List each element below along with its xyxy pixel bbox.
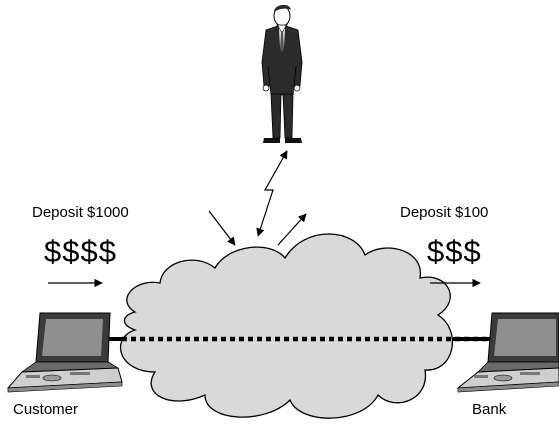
arrow-into-cloud bbox=[208, 210, 236, 246]
arrow-out-of-cloud bbox=[277, 213, 307, 246]
businessman-icon bbox=[261, 4, 303, 143]
bank-money-symbols: $$$ bbox=[427, 234, 482, 269]
bank-caption: Bank bbox=[472, 401, 507, 418]
customer-caption: Customer bbox=[13, 401, 79, 418]
interception-zigzag-arrow bbox=[256, 150, 288, 237]
customer-laptop-icon bbox=[6, 312, 123, 393]
bank-deposit-label: Deposit $100 bbox=[400, 204, 489, 221]
bank-laptop-icon bbox=[456, 312, 559, 393]
customer-money-symbols: $$$$ bbox=[44, 234, 117, 269]
cloud-icon bbox=[119, 233, 453, 419]
customer-deposit-label: Deposit $1000 bbox=[32, 204, 129, 221]
